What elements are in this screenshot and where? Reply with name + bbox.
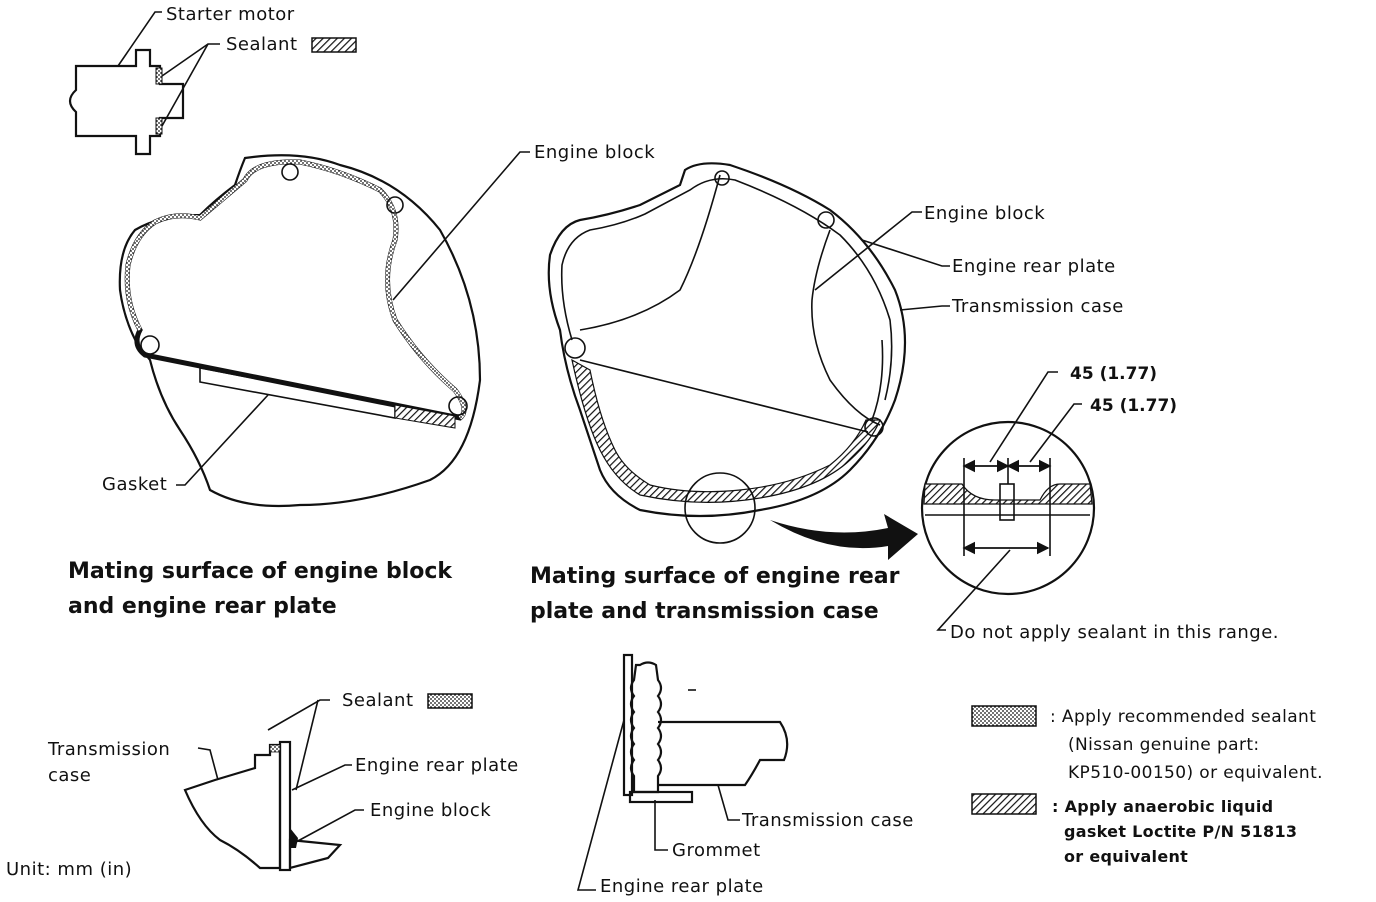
legend-item1-line2: (Nissan genuine part: (1068, 735, 1260, 755)
legend: : Apply recommended sealant (Nissan genu… (971, 705, 1323, 866)
bolt-hole-icon (564, 337, 586, 359)
engine-block-label-bl: Engine block (370, 800, 491, 821)
legend-item2-line3: or equivalent (1064, 847, 1188, 866)
legend-swatch-anaerobic-gasket (971, 793, 1037, 815)
transmission-case-mating-surface-view (547, 162, 950, 544)
sealant-label-bottom: Sealant (342, 690, 414, 711)
engine-block-label-right: Engine block (924, 203, 1045, 224)
bolt-hole-icon (864, 417, 884, 437)
sealant-label-top: Sealant (226, 34, 298, 55)
engine-rear-plate-label-bc: Engine rear plate (600, 876, 764, 897)
dimension-label-upper: 45 (1.77) (1070, 364, 1157, 384)
starter-motor-label: Starter motor (166, 4, 295, 25)
legend-swatch-recommended-sealant (971, 705, 1037, 727)
bolt-hole-icon (448, 396, 468, 416)
section-view-grommet (576, 653, 789, 891)
transmission-case-label-bl-2: case (48, 765, 91, 786)
gasket-label: Gasket (102, 474, 167, 495)
engine-rear-plate-label-bl: Engine rear plate (355, 755, 519, 776)
caption-right-line1: Mating surface of engine rear (530, 564, 900, 589)
dimension-label-lower: 45 (1.77) (1090, 396, 1177, 416)
transmission-case-label-bc: Transmission case (741, 810, 914, 831)
grommet-label: Grommet (672, 840, 761, 861)
engine-block-label-left: Engine block (534, 142, 655, 163)
bolt-hole-icon (714, 170, 730, 186)
sealant-swatch-bottom (427, 693, 473, 709)
legend-item2-line2: gasket Loctite P/N 51813 (1064, 822, 1297, 841)
caption-left-line1: Mating surface of engine block (68, 559, 453, 584)
arrow-to-detail-icon (770, 514, 918, 560)
caption-right-line2: plate and transmission case (530, 599, 879, 624)
legend-item1-line3: KP510-00150) or equivalent. (1068, 763, 1323, 783)
bolt-hole-icon (386, 196, 404, 214)
do-not-apply-label: Do not apply sealant in this range. (950, 622, 1279, 643)
engine-rear-plate-label-right: Engine rear plate (952, 256, 1116, 277)
detail-callout-circle (684, 472, 756, 544)
detail-magnified-view (920, 371, 1096, 631)
legend-item2-line1: : Apply anaerobic liquid (1052, 797, 1273, 816)
engine-block-mating-surface-view (118, 151, 530, 508)
unit-label: Unit: mm (in) (6, 859, 132, 880)
transmission-case-label-bl-1: Transmission (47, 739, 170, 760)
bolt-hole-icon (140, 335, 160, 355)
bolt-hole-icon (817, 211, 835, 229)
starter-motor-sketch (68, 11, 220, 156)
section-view-sealant (183, 699, 364, 872)
sealant-swatch-top (311, 37, 357, 53)
bolt-hole-icon (281, 163, 299, 181)
transmission-case-label-right: Transmission case (951, 296, 1124, 317)
legend-item1-line1: : Apply recommended sealant (1050, 707, 1316, 727)
caption-left-line2: and engine rear plate (68, 594, 337, 619)
